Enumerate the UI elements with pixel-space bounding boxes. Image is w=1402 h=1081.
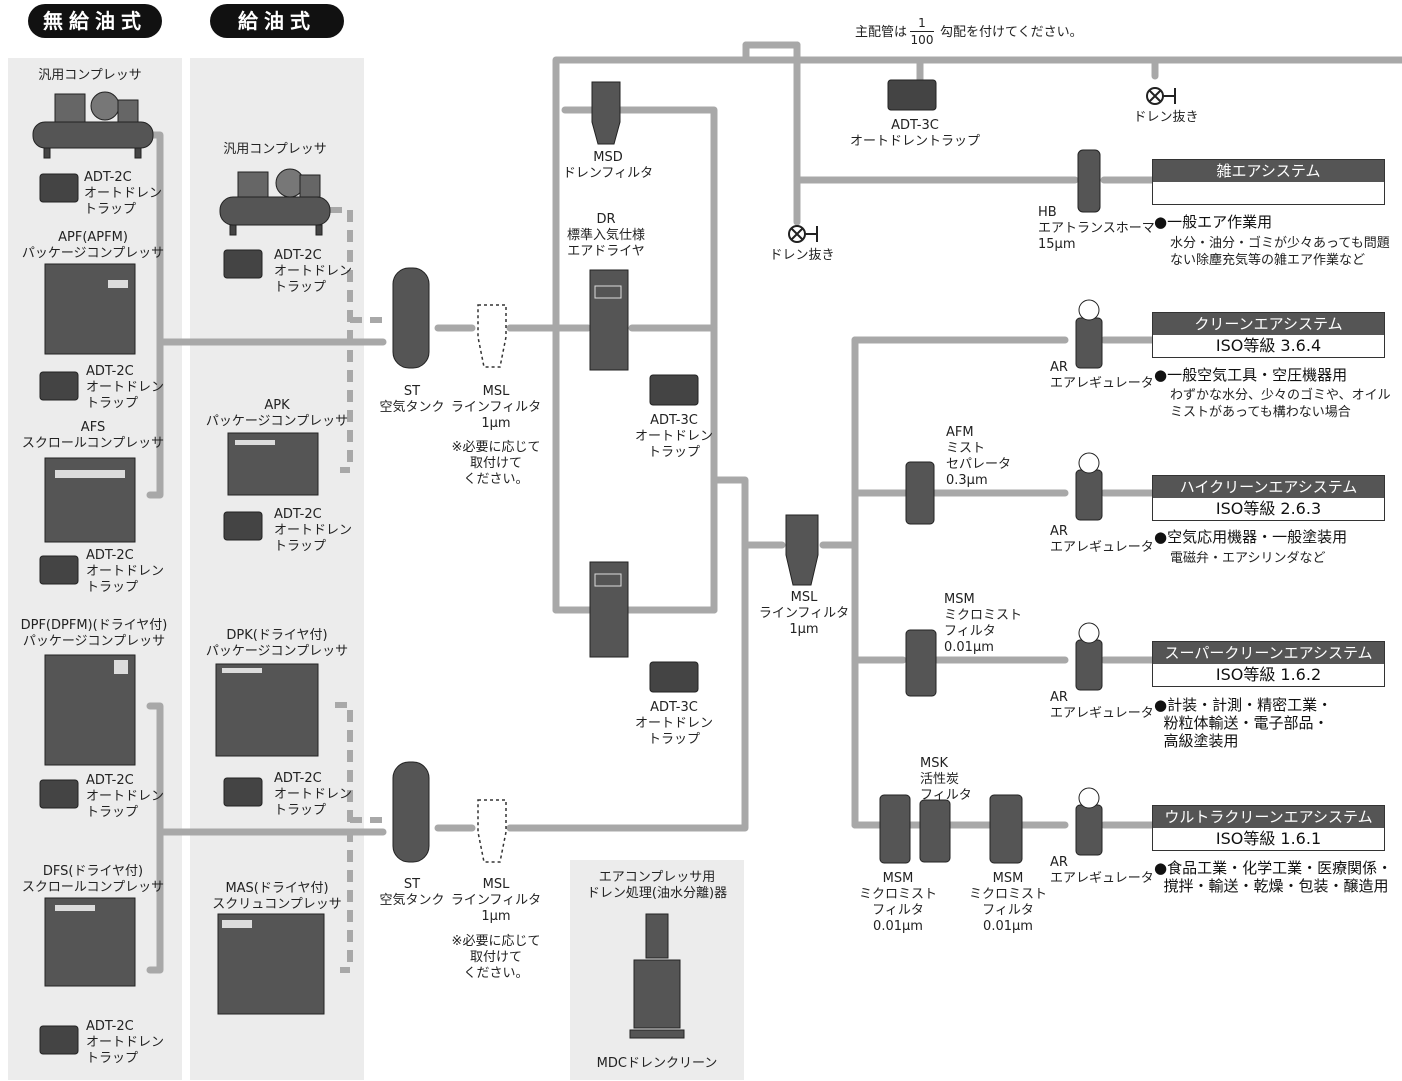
system-desc: 水分・油分・ゴミが少々あっても問題 ない除塵充気等の雑エア作業など (1170, 236, 1390, 268)
msl-mid-label: MSL ラインフィルタ 1μm (758, 590, 850, 637)
system-name: スーパークリーンエアシステム (1153, 642, 1384, 664)
adt3c-2-label: ADT-3C オートドレン トラップ (634, 700, 713, 747)
left-compressor-2-label: APF(APFM) パッケージコンプレッサ (21, 230, 165, 261)
slope-note-den: 100 (910, 33, 934, 47)
compressor-icon (32, 91, 154, 159)
system-box-super-clean: スーパークリーンエアシステム ISO等級 1.6.2 (1152, 641, 1385, 687)
system-box-ultra-clean: ウルトラクリーンエアシステム ISO等級 1.6.1 (1152, 805, 1385, 851)
left-trap-4-label: ADT-2C オートドレン トラップ (86, 773, 165, 820)
system-box-general: 雑エアシステム (1152, 159, 1385, 205)
system-name: ウルトラクリーンエアシステム (1153, 806, 1384, 828)
left-trap-5-label: ADT-2C オートドレン トラップ (86, 1019, 165, 1066)
left-trap-2-label: ADT-2C オートドレン トラップ (86, 364, 165, 411)
system-desc: 電磁弁・エアシリンダなど (1170, 551, 1326, 566)
msk-label: MSK 活性炭 フィルタ (920, 756, 972, 803)
oiled-header: 給油式 (210, 4, 344, 38)
oilfree-header: 無給油式 (28, 4, 162, 38)
left-compressor-1-label: 汎用コンプレッサ (38, 68, 142, 83)
mid-compressor-4-label: MAS(ドライヤ付) スクリュコンプレッサ (212, 881, 342, 912)
slope-note-pre: 主配管は (855, 25, 908, 40)
mid-compressor-3-label: DPK(ドライヤ付) パッケージコンプレッサ (205, 628, 349, 659)
afm-label: AFM ミスト セパレータ 0.3μm (946, 425, 1012, 488)
ar-1-label: AR エアレギュレータ (1050, 360, 1154, 391)
system-iso (1153, 182, 1384, 204)
mid-trap-1-label: ADT-2C オートドレン トラップ (274, 248, 353, 295)
system-box-clean: クリーンエアシステム ISO等級 3.6.4 (1152, 312, 1385, 358)
msl-2-note: ※必要に応じて 取付けて ください。 (451, 934, 541, 981)
mid-compressor-2-label: APK パッケージコンプレッサ (205, 398, 349, 429)
mdc-label: MDCドレンクリーン (596, 1056, 718, 1071)
system-use: ●一般エア作業用 (1154, 213, 1273, 231)
tank-2-label: ST 空気タンク (379, 877, 445, 908)
drain-2-label: ドレン抜き (1133, 110, 1199, 125)
dryer-label: DR 標準入気仕様 エアドライヤ (566, 212, 645, 259)
left-trap-1-label: ADT-2C オートドレン トラップ (84, 170, 163, 217)
system-desc: わずかな水分、少々のゴミや、オイル ミストがあっても構わない場合 (1170, 388, 1391, 420)
mid-trap-2-label: ADT-2C オートドレン トラップ (274, 507, 353, 554)
msm-1-label: MSM ミクロミスト フィルタ 0.01μm (944, 592, 1023, 655)
system-iso: ISO等級 1.6.1 (1215, 829, 1322, 848)
system-name: 雑エアシステム (1153, 160, 1384, 182)
ar-2-label: AR エアレギュレータ (1050, 524, 1154, 555)
left-compressor-5-label: DFS(ドライヤ付) スクロールコンプレッサ (21, 864, 165, 895)
system-iso: ISO等級 3.6.4 (1215, 336, 1322, 355)
ar-4-label: AR エアレギュレータ (1050, 855, 1154, 886)
left-trap-3-label: ADT-2C オートドレン トラップ (86, 548, 165, 595)
msm-2-label: MSM ミクロミスト フィルタ 0.01μm (858, 871, 937, 934)
ar-3-label: AR エアレギュレータ (1050, 690, 1154, 721)
system-name: クリーンエアシステム (1153, 313, 1384, 335)
msl-1-label: MSL ラインフィルタ 1μm (450, 384, 542, 431)
left-compressor-4-label: DPF(DPFM)(ドライヤ付) パッケージコンプレッサ (20, 618, 168, 649)
system-name: ハイクリーンエアシステム (1153, 476, 1384, 498)
slope-note-num: 1 (918, 16, 926, 30)
drain-1-label: ドレン抜き (769, 248, 835, 263)
slope-note-post: 勾配を付けてください。 (940, 25, 1083, 40)
msl-1-note: ※必要に応じて 取付けて ください。 (451, 440, 541, 487)
left-compressor-3-label: AFS スクロールコンプレッサ (21, 420, 165, 451)
mdc-title: エアコンプレッサ用 ドレン処理(油水分離)器 (586, 870, 728, 901)
system-use: ●食品工業・化学工業・医療関係・ 撹拌・輸送・乾燥・包装・醸造用 (1154, 859, 1393, 895)
msl-2-label: MSL ラインフィルタ 1μm (450, 877, 542, 924)
adt3c-1-label: ADT-3C オートドレン トラップ (634, 413, 713, 460)
msd-label: MSD ドレンフィルタ (562, 150, 654, 181)
msm-3-label: MSM ミクロミスト フィルタ 0.01μm (968, 871, 1047, 934)
slope-fraction-bar (910, 31, 934, 32)
system-iso: ISO等級 1.6.2 (1215, 665, 1322, 684)
system-box-high-clean: ハイクリーンエアシステム ISO等級 2.6.3 (1152, 475, 1385, 521)
tank-1-label: ST 空気タンク (379, 384, 445, 415)
oiled-panel (190, 58, 364, 1080)
system-iso: ISO等級 2.6.3 (1215, 499, 1322, 518)
hb-label: HB エアトランスホーマ 15μm (1038, 205, 1155, 252)
mid-trap-3-label: ADT-2C オートドレン トラップ (274, 771, 353, 818)
mid-compressor-1-label: 汎用コンプレッサ (223, 142, 327, 157)
system-use: ●空気応用機器・一般塗装用 (1154, 528, 1348, 546)
system-use: ●計装・計測・精密工業・ 粉粒体輸送・電子部品・ 高級塗装用 (1154, 696, 1333, 750)
system-use: ●一般空気工具・空圧機器用 (1154, 366, 1348, 384)
adt3c-top-label: ADT-3C オートドレントラップ (850, 118, 981, 149)
